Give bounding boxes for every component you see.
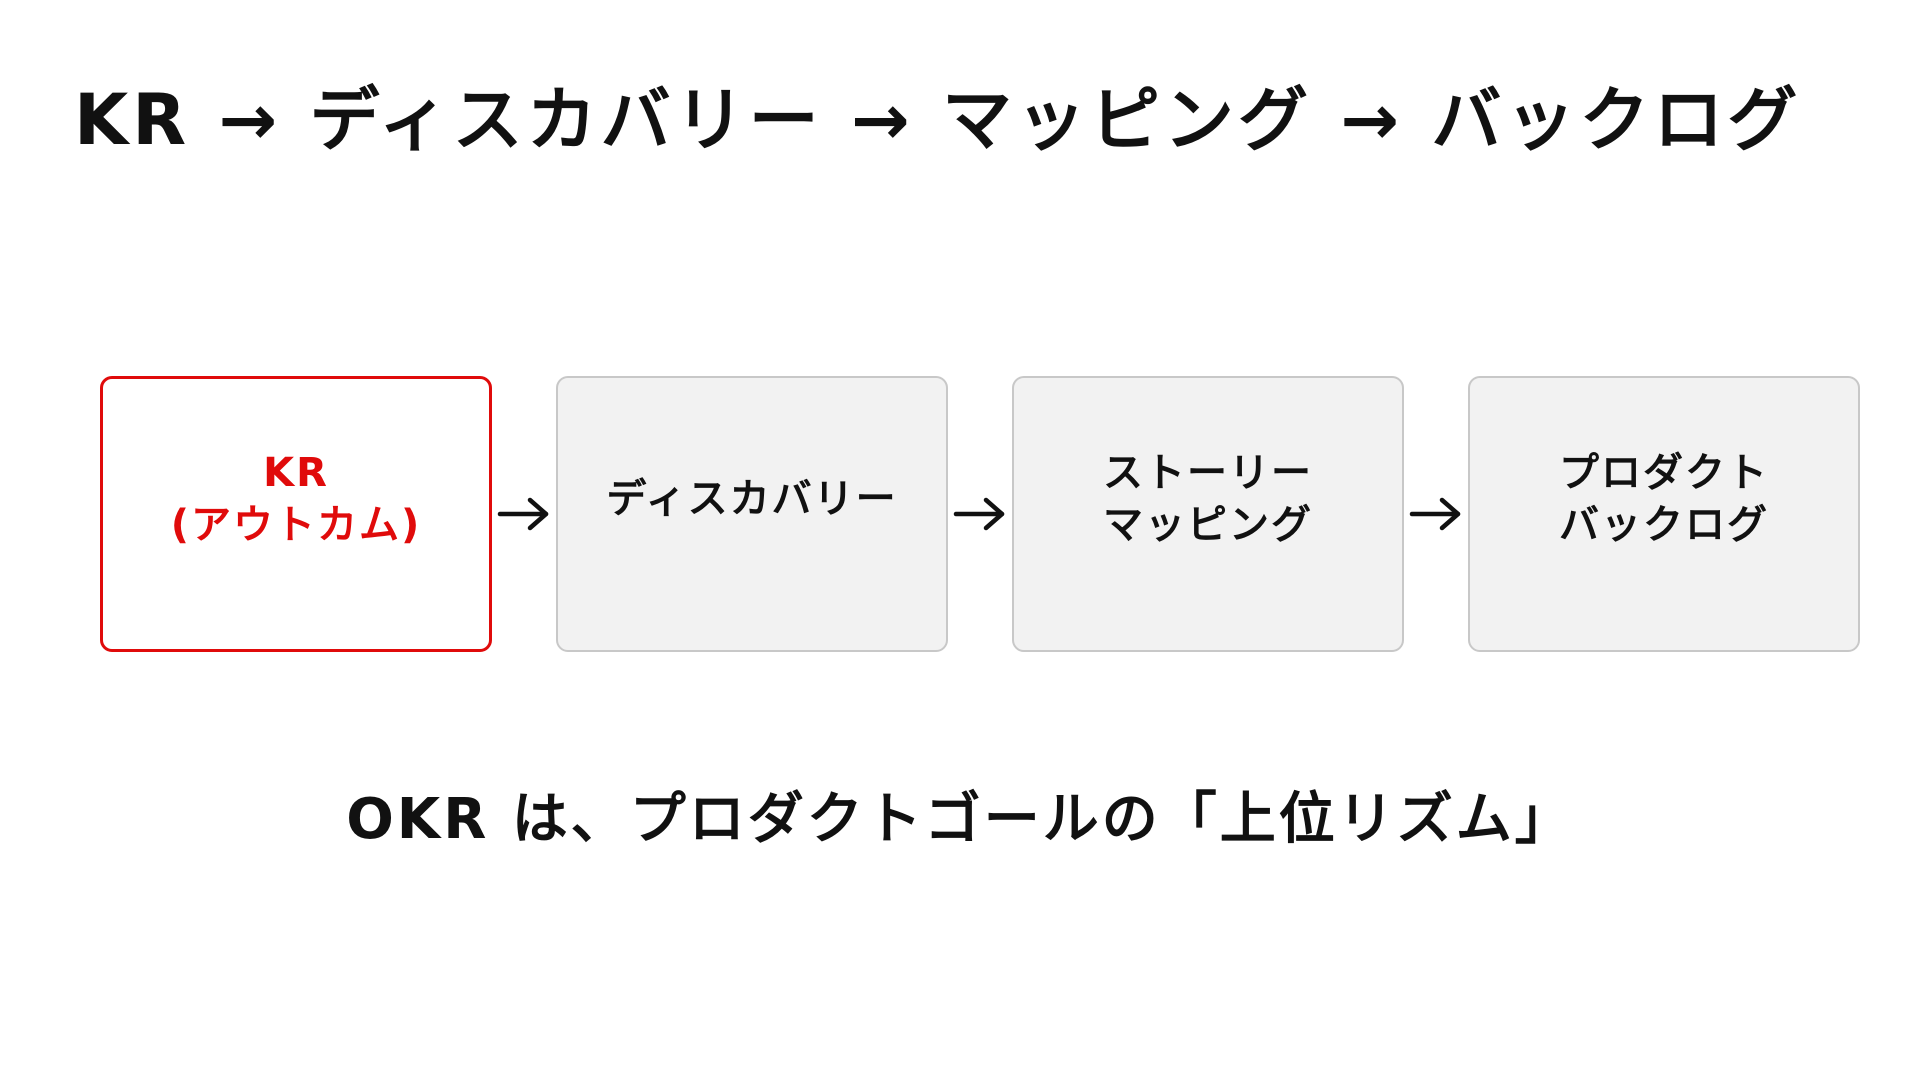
step-box-story-mapping: ストーリー マッピング (1012, 376, 1404, 652)
step-box-kr: KR (アウトカム) (100, 376, 492, 652)
step-box-discovery: ディスカバリー (556, 376, 948, 652)
arrow-right-icon (948, 376, 1012, 652)
flow-diagram: KR (アウトカム) ディスカバリー ストーリー マッピング (100, 376, 1860, 652)
step-label-line: マッピング (1103, 502, 1313, 548)
summary-caption: OKR は、プロダクトゴールの「上位リズム」 (346, 787, 1574, 852)
step-label-line: ストーリー (1103, 450, 1313, 496)
arrow-right-icon (492, 376, 556, 652)
step-label-line: (アウトカム) (170, 502, 422, 548)
step-label-line: プロダクト (1559, 450, 1769, 496)
arrow-right-icon (1404, 376, 1468, 652)
step-box-product-backlog: プロダクト バックログ (1468, 376, 1860, 652)
step-label-line: バックログ (1559, 502, 1769, 548)
step-label-line: KR (263, 450, 329, 496)
step-label-line: ディスカバリー (606, 476, 898, 522)
page-title: KR → ディスカバリー → マッピング → バックログ (74, 79, 1802, 161)
